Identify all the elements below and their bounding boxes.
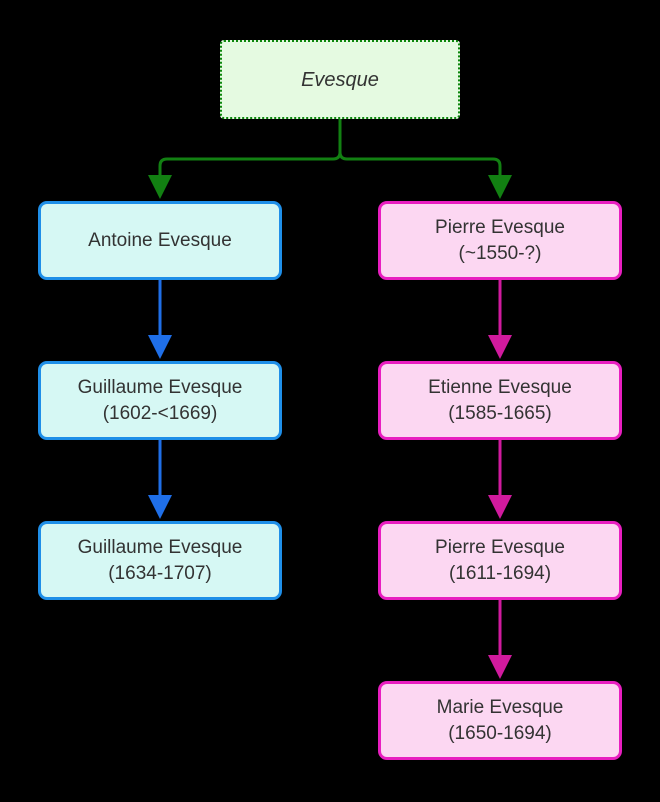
node-pierre-evesque-1550[interactable]: Pierre Evesque (~1550-?): [378, 201, 622, 280]
node-label: Evesque: [301, 68, 379, 91]
edge-root-to-pierre: [338, 119, 512, 199]
node-guillaume-evesque-1602[interactable]: Guillaume Evesque (1602-<1669): [38, 361, 282, 440]
node-dates: (~1550-?): [458, 242, 542, 264]
node-dates: (1602-<1669): [102, 402, 218, 424]
node-dates: (1650-1694): [448, 722, 552, 744]
node-dates: (1611-1694): [448, 562, 552, 584]
node-dates: (1585-1665): [448, 402, 552, 424]
node-label: Guillaume Evesque: [77, 536, 243, 558]
node-label: Guillaume Evesque: [77, 376, 243, 398]
node-evesque-root[interactable]: Evesque: [220, 40, 460, 119]
node-label: Pierre Evesque: [435, 216, 565, 238]
edge-root-to-antoine: [148, 119, 342, 199]
node-etienne-evesque-1585[interactable]: Etienne Evesque (1585-1665): [378, 361, 622, 440]
node-label: Pierre Evesque: [435, 536, 565, 558]
node-label: Etienne Evesque: [428, 376, 572, 398]
node-label: Marie Evesque: [436, 696, 564, 718]
node-pierre-evesque-1611[interactable]: Pierre Evesque (1611-1694): [378, 521, 622, 600]
node-marie-evesque-1650[interactable]: Marie Evesque (1650-1694): [378, 681, 622, 760]
node-dates: (1634-1707): [108, 562, 212, 584]
node-guillaume-evesque-1634[interactable]: Guillaume Evesque (1634-1707): [38, 521, 282, 600]
node-antoine-evesque[interactable]: Antoine Evesque: [38, 201, 282, 280]
node-label: Antoine Evesque: [88, 229, 232, 251]
